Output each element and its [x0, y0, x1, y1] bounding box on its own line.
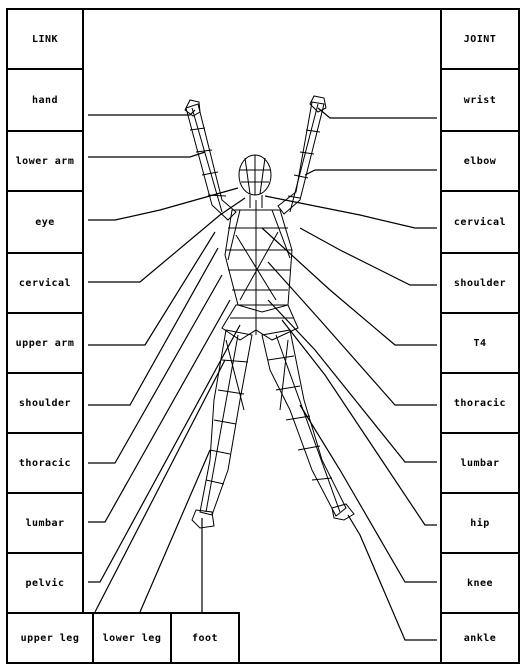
- leader-ankle: [348, 515, 437, 640]
- leader-thoracic: [88, 275, 222, 463]
- leader-j-shoulder: [300, 228, 437, 285]
- figure-body: [185, 96, 354, 528]
- leader-j-lumbar: [268, 300, 437, 462]
- leader-wrist: [318, 108, 437, 118]
- leader-lines: [88, 108, 437, 640]
- leader-eye: [88, 188, 238, 220]
- leader-elbow: [305, 170, 437, 175]
- leader-j-cervical: [265, 196, 437, 228]
- leader-hand: [88, 110, 195, 115]
- leader-pelvic: [88, 325, 240, 582]
- leader-hip: [282, 320, 437, 525]
- leader-lower-arm: [88, 152, 205, 157]
- leader-lower-leg: [140, 450, 210, 612]
